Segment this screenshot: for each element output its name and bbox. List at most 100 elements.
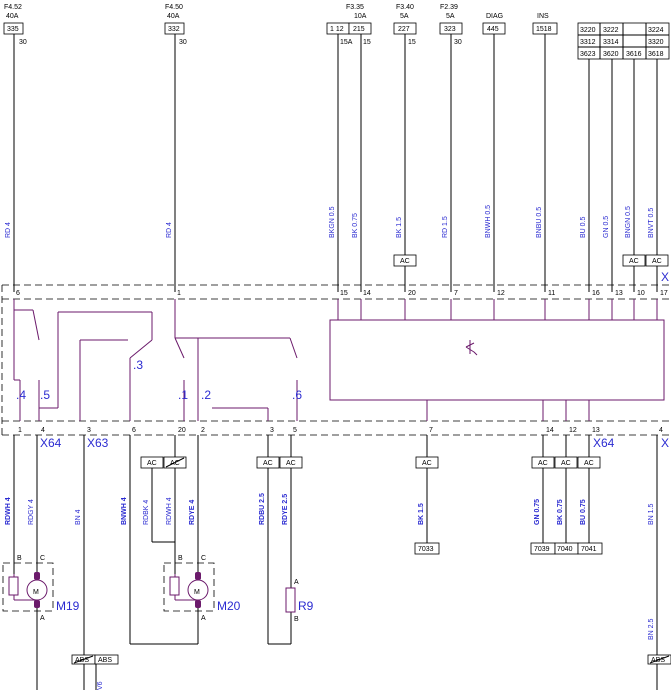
bottom-pin-1: 1 xyxy=(18,427,22,434)
ac-box-7041 xyxy=(577,456,601,469)
wire-label-rdwh4b: RDWH 4 xyxy=(166,497,173,525)
relay-label-4: .4 xyxy=(16,388,26,402)
r9-pin-b: B xyxy=(294,616,299,623)
grid-3220: 3220 xyxy=(580,27,596,34)
m19-pin-b: B xyxy=(17,555,22,562)
fuse-f335-name: F3.35 xyxy=(346,4,364,11)
wire-label-bnwh4: BNWH 4 xyxy=(121,497,128,525)
grid-3620: 3620 xyxy=(603,51,619,58)
source-pin-30c: 30 xyxy=(454,39,462,46)
source-box-215 xyxy=(348,22,372,35)
component-r9: R9 xyxy=(298,599,314,613)
fuse-f335-rating: 10A xyxy=(354,13,367,20)
grid-3222: 3222 xyxy=(603,27,619,34)
control-module-boundary xyxy=(1,284,671,436)
bottom-pin-12: 12 xyxy=(569,427,577,434)
fuse-f450-rating: 40A xyxy=(167,13,180,20)
bottom-pin-13: 13 xyxy=(592,427,600,434)
relay-label-5: .5 xyxy=(40,388,50,402)
source-box-1518-label: 1518 xyxy=(536,26,552,33)
fuse-f452-name: F4.52 xyxy=(4,4,22,11)
ac-box-r9-1-label: AC xyxy=(263,460,273,467)
source-pin-30a: 30 xyxy=(19,39,27,46)
connector-x63: X63 xyxy=(87,436,109,450)
ac-box-r9-1 xyxy=(256,456,280,469)
terminal-7041-label: 7041 xyxy=(581,546,597,553)
top-wires xyxy=(13,34,658,292)
bottom-pin-2: 2 xyxy=(201,427,205,434)
top-pin-15: 15 xyxy=(340,290,348,297)
signal-ins-label: INS xyxy=(537,13,549,20)
ac-box-top-2-label: AC xyxy=(629,258,639,265)
top-pin-1: 1 xyxy=(177,290,181,297)
cutoff-label: V6 xyxy=(97,681,104,690)
wire-label-rdbu25: RDBU 2.5 xyxy=(259,493,266,525)
source-pin-15a: 15A xyxy=(340,39,353,46)
ac-box-7033-label: AC xyxy=(422,460,432,467)
top-pin-11: 11 xyxy=(548,290,555,297)
bottom-pin-4b: 4 xyxy=(659,427,663,434)
source-box-227-label: 227 xyxy=(398,26,410,33)
ac-box-top-3-label: AC xyxy=(652,258,662,265)
bottom-pin-4: 4 xyxy=(41,427,45,434)
ac-box-top-2 xyxy=(622,254,646,267)
relay-label-3: .3 xyxy=(133,358,143,372)
wire-label-rd4a: RD 4 xyxy=(5,222,12,238)
wire-label-bu05: BU 0.5 xyxy=(580,216,587,238)
grid-3616: 3616 xyxy=(626,51,642,58)
wire-label-bu075: BU 0.75 xyxy=(580,499,587,525)
top-pin-17: 17 xyxy=(660,290,668,297)
bottom-pin-3: 3 xyxy=(87,427,91,434)
grid-3224: 3224 xyxy=(648,27,664,34)
connector-x-top: X xyxy=(661,270,669,284)
wire-label-bnwh05: BNWH 0.5 xyxy=(485,205,492,238)
source-pin-30b: 30 xyxy=(179,39,187,46)
terminal-7033-label: 7033 xyxy=(418,546,434,553)
r9-pin-a: A xyxy=(294,579,299,586)
fuse-f340-rating: 5A xyxy=(400,13,409,20)
wire-label-gn05: GN 0.5 xyxy=(603,216,610,238)
terminal-7040-label: 7040 xyxy=(557,546,573,553)
connector-x-bottom: X xyxy=(661,436,669,450)
component-m19: M19 xyxy=(56,599,80,613)
top-pin-12: 12 xyxy=(497,290,505,297)
wire-label-bk15a: BK 1.5 xyxy=(396,217,403,238)
top-pin-16: 16 xyxy=(592,290,600,297)
ac-box-7041-label: AC xyxy=(584,460,594,467)
bottom-wires xyxy=(13,435,658,690)
wire-label-rdgy4: RDGY 4 xyxy=(28,499,35,525)
top-pin-14: 14 xyxy=(363,290,371,297)
ac-box-m20-1-label: AC xyxy=(147,460,157,467)
m20-motor-symbol: M xyxy=(194,589,200,596)
terminal-7041 xyxy=(577,542,603,555)
wire-label-bk075b: BK 0.75 xyxy=(557,499,564,525)
ac-box-7033 xyxy=(415,456,439,469)
top-pin-6: 6 xyxy=(16,290,20,297)
m19-pin-a: A xyxy=(40,615,45,622)
bottom-pin-14: 14 xyxy=(546,427,554,434)
electronic-unit xyxy=(329,319,665,401)
wire-label-bk15b: BK 1.5 xyxy=(418,503,425,525)
grid-3312: 3312 xyxy=(580,39,596,46)
wire-label-bk075a: BK 0.75 xyxy=(352,213,359,238)
grid-3623: 3623 xyxy=(580,51,596,58)
source-box-323-label: 323 xyxy=(444,26,456,33)
terminal-7033 xyxy=(414,542,440,555)
ac-box-top-3 xyxy=(645,254,669,267)
wire-label-bngn05: BNGN 0.5 xyxy=(625,206,632,238)
wire-label-rdye25: RDYE 2.5 xyxy=(282,494,289,525)
relay-label-6: .6 xyxy=(292,388,302,402)
m19-pin-c: C xyxy=(40,555,45,562)
wire-label-rdye4: RDYE 4 xyxy=(189,500,196,525)
source-pin-15b: 15 xyxy=(363,39,371,46)
fuse-f340-name: F3.40 xyxy=(396,4,414,11)
ac-box-top-1 xyxy=(393,254,417,267)
source-box-332-label: 332 xyxy=(168,26,180,33)
fuse-f452-rating: 40A xyxy=(6,13,19,20)
top-pin-7: 7 xyxy=(454,290,458,297)
connector-x64-left: X64 xyxy=(40,436,62,450)
bottom-pin-6: 6 xyxy=(132,427,136,434)
source-pin-15c: 15 xyxy=(408,39,416,46)
wire-label-bnvt05: BNVT 0.5 xyxy=(648,208,655,238)
